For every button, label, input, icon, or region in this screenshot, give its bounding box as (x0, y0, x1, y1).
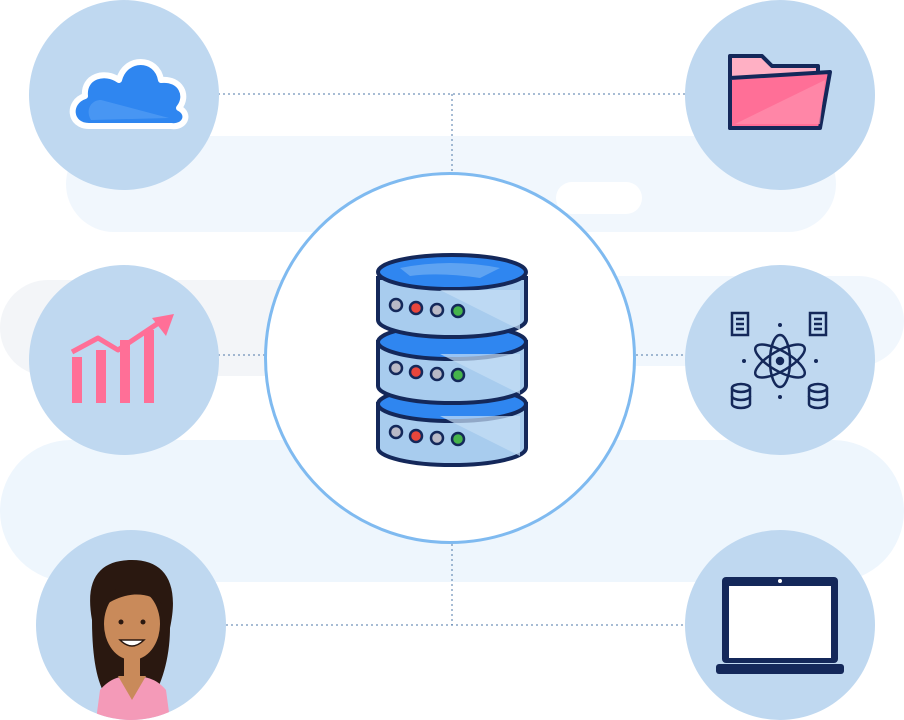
analytics-node (29, 265, 219, 455)
user-node (36, 530, 226, 720)
folder-node (685, 0, 875, 190)
atom-data-icon (730, 311, 829, 410)
database-server-icon (376, 253, 528, 467)
central-hub (264, 172, 636, 544)
rising-bar-chart-icon (70, 314, 174, 403)
laptop-node (685, 530, 875, 720)
data-science-node (685, 265, 875, 455)
cloud-icon (69, 59, 189, 130)
folder-icon (728, 54, 832, 130)
cloud-node (29, 0, 219, 190)
laptop-icon (716, 577, 844, 674)
woman-avatar-icon (90, 560, 173, 720)
